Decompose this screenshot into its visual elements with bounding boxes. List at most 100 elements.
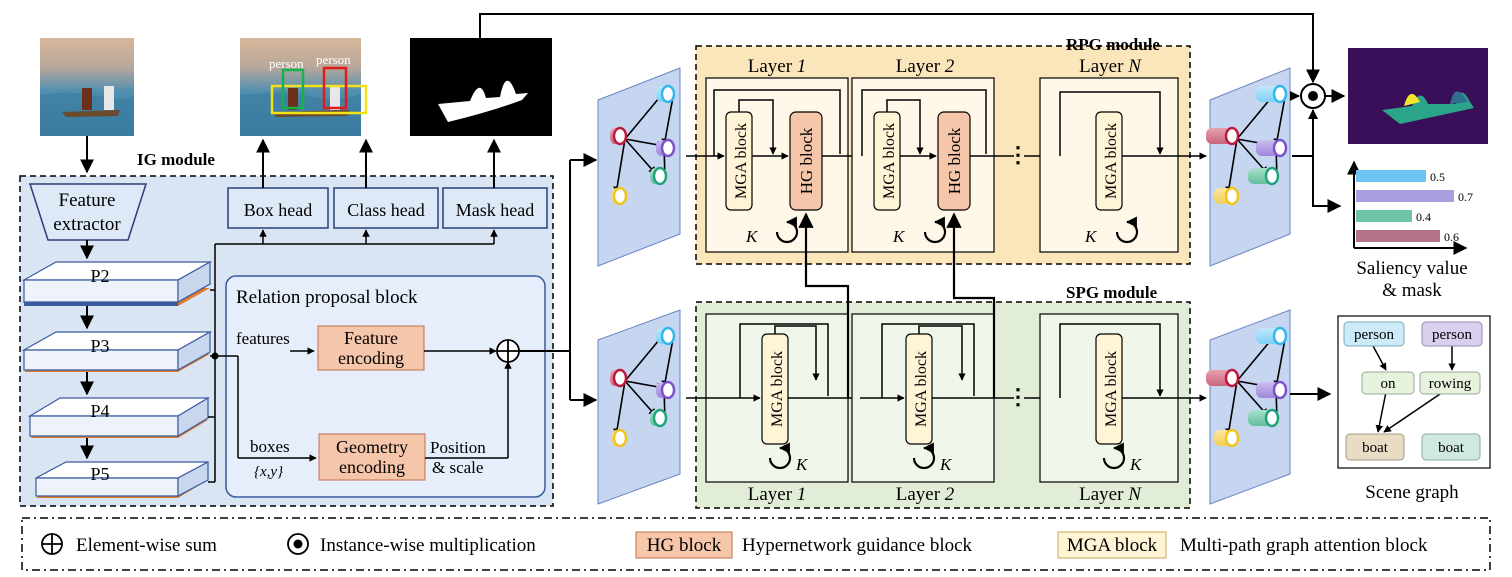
graph-plane-spg-out: [1209, 309, 1291, 505]
spg-l2-k: K: [939, 455, 953, 474]
rpg-out-graph-node-cap: [1272, 84, 1288, 104]
sg-node-person-1: [1343, 321, 1405, 347]
spg-layer-n-label: Layer N: [1079, 484, 1142, 505]
rpg-l1-loop-icon: [775, 216, 799, 244]
feature-extractor: [28, 183, 148, 241]
class-head: [333, 187, 439, 229]
rpg-l2-hg-label: HG block: [945, 127, 964, 194]
rpg-in-graph-edge: [624, 138, 657, 175]
sg-node-person-2: [1421, 321, 1483, 347]
saliency-bar: [1356, 190, 1454, 202]
rpg-out-graph-edge: [1225, 138, 1238, 195]
spg-l2-loop-icon: [912, 442, 936, 470]
rpg-layer-n-label: Layer N: [1079, 56, 1142, 77]
rpg-layer-1-label: Layer 1: [748, 56, 807, 77]
spg-ln-wiring: [1059, 323, 1207, 402]
geometry-encoding-line2: encoding: [339, 457, 405, 477]
legend-mga-box-label: MGA block: [1067, 535, 1158, 556]
spg-out-graph-edge: [1273, 338, 1286, 389]
ig-module-title: IG module: [137, 150, 215, 169]
p5-label: P5: [90, 464, 109, 484]
mask-skip-connection: [479, 13, 1320, 84]
spg-module-title: SPG module: [1066, 283, 1158, 302]
legend-sum-label: Element-wise sum: [76, 535, 217, 556]
saliency-value-label: 0.7: [1458, 190, 1473, 204]
rpg-out-graph-edge: [1273, 96, 1286, 147]
p4-label: P4: [90, 401, 109, 421]
rpg-ln-mga-label: MGA block: [1103, 123, 1120, 199]
rpg-out-graph-node-cap: [1224, 186, 1240, 206]
graph-nodes-layer: [610, 84, 1288, 448]
saliency-bar: [1356, 210, 1412, 222]
spg-ln-k: K: [1129, 455, 1143, 474]
rpg-in-graph-node-cap: [660, 84, 676, 104]
spg-ln-mga-label: MGA block: [1103, 351, 1120, 427]
element-wise-sum: [496, 339, 520, 363]
sg-node-person-1-label: person: [1354, 327, 1394, 343]
spg-in-graph-node-cap: [612, 428, 628, 448]
sg-node-boat-1: [1345, 433, 1405, 461]
feature-extractor-line2: extractor: [53, 214, 121, 235]
sg-node-boat-1-label: boat: [1362, 440, 1389, 456]
spg-in-graph-edge: [624, 380, 657, 417]
features-label: features: [236, 329, 290, 348]
feature-encoding-line1: Feature: [344, 328, 398, 348]
rpg-l2-loop-icon: [923, 216, 947, 244]
rpg-l2-wiring: [861, 89, 1014, 160]
legend-mga-swatch: [1057, 531, 1167, 559]
saliency-value-label: 0.4: [1416, 210, 1431, 224]
geometry-to-sum: [425, 361, 512, 459]
saliency-bar: [1356, 170, 1426, 182]
rpg-l1-mga-label: MGA block: [733, 123, 750, 199]
legend-sum-icon: [41, 533, 63, 555]
boxes-path: [215, 355, 317, 462]
spg-l1-loop-icon: [768, 442, 792, 470]
rpg-ln-loop-icon: [1115, 216, 1139, 244]
detection-label-2: person: [316, 52, 351, 67]
mask-image: [410, 38, 552, 136]
head-output-arrows: [256, 138, 501, 188]
rpg-ln-mga-block: [1095, 111, 1123, 211]
saliency-mask-image: [1348, 48, 1488, 144]
rpg-ln-k: K: [1084, 227, 1098, 246]
detection-image: person person: [240, 38, 368, 136]
spg-out-graph-node-cap: [1224, 368, 1240, 388]
rpg-in-graph-node-cap: [652, 166, 668, 186]
p2-label: P2: [90, 266, 109, 286]
rpg-in-graph-node-cap: [612, 126, 628, 146]
rpg-output-wiring: [1290, 89, 1346, 401]
saliency-value-label: 0.6: [1444, 230, 1459, 244]
spg-in-graph-node-cap: [612, 368, 628, 388]
spg-out-graph-node-cap: [1272, 380, 1288, 400]
p2-slab: [21, 260, 213, 306]
rpg-dots: ⋮: [1007, 142, 1029, 167]
detection-box-red: [322, 66, 348, 110]
spg-out-graph-node-cap: [1224, 428, 1240, 448]
sg-node-on: [1361, 371, 1415, 395]
legend-hg-label: Hypernetwork guidance block: [742, 535, 973, 556]
graph-plane-rpg-in: [597, 67, 681, 267]
sg-node-on-label: on: [1381, 376, 1397, 392]
saliency-bar: [1356, 230, 1440, 242]
spg-layer-2-label: Layer 2: [896, 484, 955, 505]
position-scale-line1: Position: [430, 438, 486, 457]
boxes-xy-label: {x,y}: [254, 464, 283, 480]
rpg-l1-hg-label: HG block: [797, 127, 816, 194]
spg-out-graph-node-cap: [1264, 408, 1280, 428]
detection-box-green: [281, 68, 305, 110]
rpg-layer-2: [851, 77, 995, 253]
feature-extractor-line1: Feature: [59, 190, 116, 211]
rpg-l2-mga-label: MGA block: [881, 123, 898, 199]
graph-plane-rpg-out: [1209, 67, 1291, 267]
spg-in-graph-edge: [613, 380, 626, 437]
relation-proposal-block: [225, 275, 546, 498]
p5-slab: [35, 461, 209, 498]
graph-plane-spg-in: [597, 309, 681, 505]
geometry-encoding-block: [318, 433, 426, 481]
spg-in-graph-node-cap: [660, 326, 676, 346]
legend-hg-swatch: [635, 531, 733, 559]
rpg-out-graph-node-cap: [1224, 126, 1240, 146]
scene-graph-edges: [1371, 343, 1456, 433]
detection-label-1: person: [269, 56, 304, 71]
feature-encoding-block: [317, 325, 425, 371]
